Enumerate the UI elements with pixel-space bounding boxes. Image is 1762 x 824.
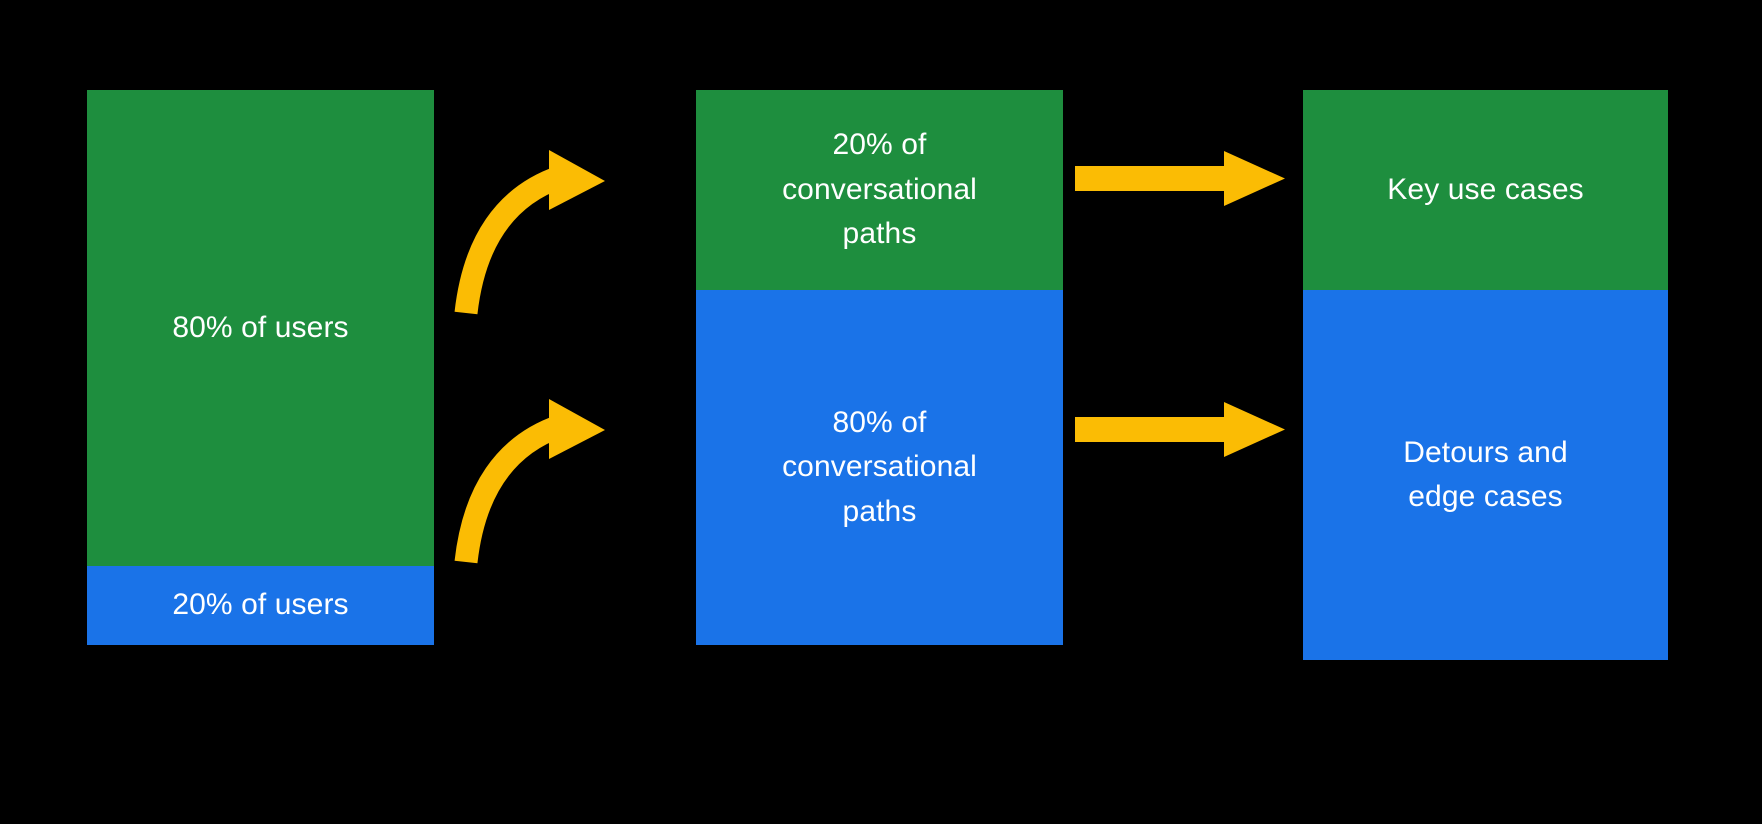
curved-arrow-users-to-minority-paths-hit[interactable] — [440, 140, 620, 330]
segment-paths-blue[interactable]: 80% of conversational paths — [696, 290, 1063, 645]
segment-users-blue[interactable]: 20% of users — [87, 566, 434, 645]
segment-label-80-percent-users: 80% of users — [172, 310, 349, 344]
segment-outcomes-blue[interactable]: Detours and edge cases — [1303, 290, 1668, 660]
column-conversational-paths: 20% of conversational paths 80% of conve… — [696, 90, 1063, 645]
column-users: 80% of users 20% of users — [87, 90, 434, 645]
column-outcomes: Key use cases Detours and edge cases — [1303, 90, 1668, 660]
segment-label-20-percent-conversational-paths: 20% of conversational paths — [782, 128, 977, 251]
curved-arrow-users-to-majority-paths-hit[interactable] — [440, 390, 620, 580]
segment-label-key-use-cases: Key use cases — [1387, 172, 1584, 206]
segment-paths-green[interactable]: 20% of conversational paths — [696, 90, 1063, 290]
straight-arrow-paths-to-detours-hit[interactable] — [1075, 401, 1287, 459]
segment-outcomes-green[interactable]: Key use cases — [1303, 90, 1668, 290]
segment-label-80-percent-conversational-paths: 80% of conversational paths — [782, 405, 977, 528]
segment-label-detours-and-edge-cases: Detours and edge cases — [1403, 435, 1568, 513]
segment-users-green[interactable]: 80% of users — [87, 90, 434, 566]
segment-label-20-percent-users: 20% of users — [172, 588, 349, 622]
straight-arrow-paths-to-key-use-cases-hit[interactable] — [1075, 150, 1287, 208]
